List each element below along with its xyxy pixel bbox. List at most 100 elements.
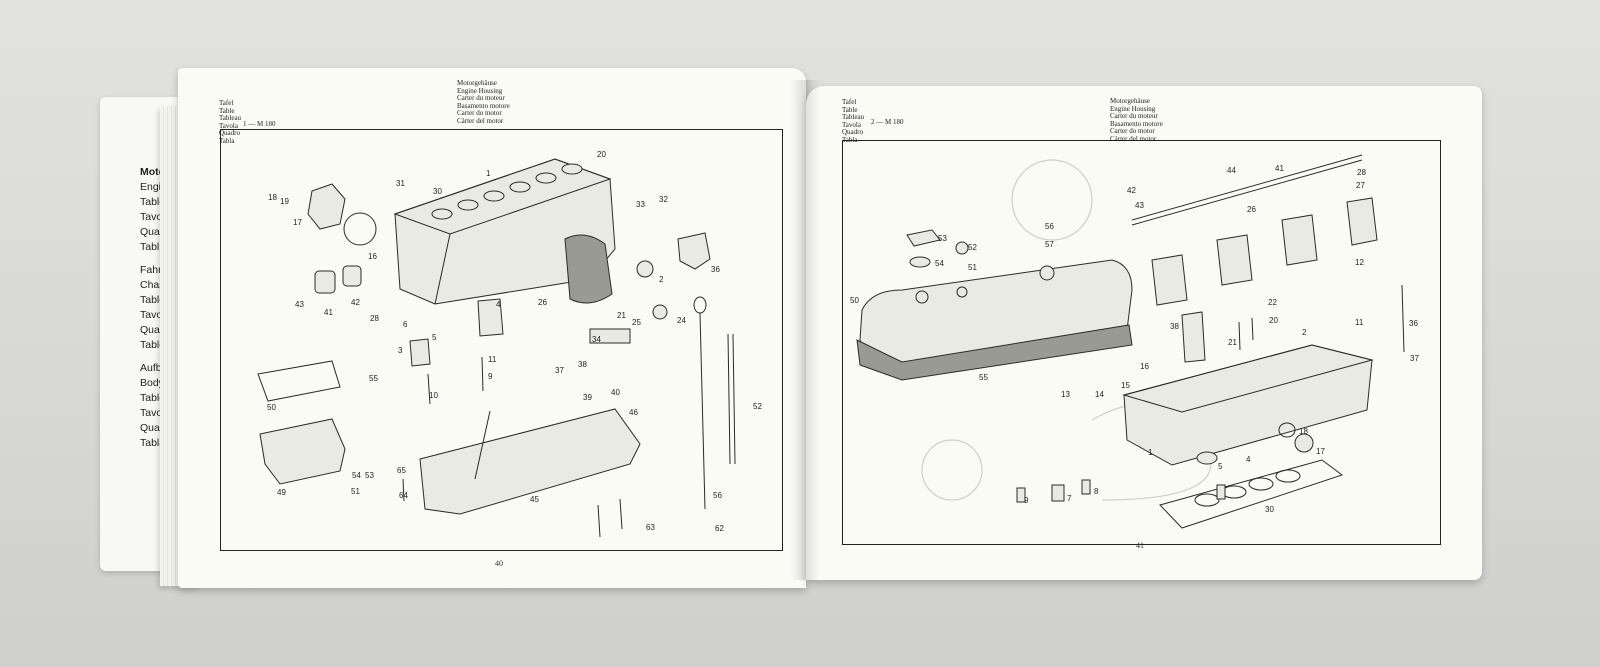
head-gasket-drawing xyxy=(1159,459,1344,529)
part-number-label: 14 xyxy=(1095,390,1104,399)
part-number-label: 39 xyxy=(583,393,592,402)
cover-gaskets-drawing xyxy=(307,183,377,294)
part-number-label: 56 xyxy=(1045,222,1054,231)
part-number-label: 34 xyxy=(592,335,601,344)
header-label: Tabla xyxy=(219,136,235,145)
valve-cover-drawing xyxy=(856,229,1133,381)
header-title-line: Basamento motore xyxy=(457,101,510,110)
part-number-label: 26 xyxy=(1247,205,1256,214)
part-number-label: 19 xyxy=(280,197,289,206)
part-number-label: 27 xyxy=(1356,181,1365,190)
part-number-label: 52 xyxy=(968,243,977,252)
part-number-label: 2 xyxy=(1302,328,1307,337)
part-number-label: 63 xyxy=(646,523,655,532)
header-label: Quadro xyxy=(219,129,240,138)
header-label: Tableau xyxy=(842,113,865,122)
part-number-label: 7 xyxy=(1067,494,1072,503)
part-number-label: 51 xyxy=(351,487,360,496)
header-label: Tableau xyxy=(219,114,242,123)
header-title-line: Engine Housing xyxy=(1110,104,1156,113)
header-label: Tabla xyxy=(842,135,858,144)
header-title-line: Basamento motore xyxy=(1110,119,1163,128)
back-index-entry: Tabla xyxy=(140,437,166,449)
header-title-line: Carter do motor xyxy=(1110,127,1155,136)
header-title-line: Engine Housing xyxy=(457,86,503,95)
part-number-label: 55 xyxy=(979,373,988,382)
part-number-label: 52 xyxy=(753,402,762,411)
part-number-label: 9 xyxy=(488,372,493,381)
part-number-label: 55 xyxy=(369,374,378,383)
part-number-label: 30 xyxy=(1265,505,1274,514)
part-number-label: 41 xyxy=(1275,164,1284,173)
back-index-entry: Body xyxy=(140,377,164,389)
part-number-label: 32 xyxy=(659,195,668,204)
oil-pan-drawing xyxy=(257,360,641,515)
right-page-number: 41 xyxy=(1136,541,1144,550)
part-number-label: 33 xyxy=(636,200,645,209)
part-number-label: 15 xyxy=(1121,381,1130,390)
back-index-entry: Engi xyxy=(140,181,162,193)
part-number-label: 43 xyxy=(295,300,304,309)
part-number-label: 21 xyxy=(617,311,626,320)
part-number-label: 50 xyxy=(267,403,276,412)
part-number-label: 5 xyxy=(432,333,437,342)
part-number-label: 25 xyxy=(632,318,641,327)
part-number-label: 64 xyxy=(399,491,408,500)
header-label: Tafel xyxy=(842,98,857,106)
part-number-label: 22 xyxy=(1268,298,1277,307)
back-index-entry: Chas xyxy=(140,279,165,291)
part-number-label: 11 xyxy=(488,355,497,364)
part-number-label: 11 xyxy=(1355,318,1364,327)
part-number-label: 18 xyxy=(1299,427,1308,436)
part-number-label: 38 xyxy=(1170,322,1179,331)
right-small-parts-drawing xyxy=(1016,284,1405,503)
header-label: Table xyxy=(842,105,858,114)
part-number-label: 17 xyxy=(293,218,302,227)
right-header-title: Motorgehäuse Engine Housing Carter du mo… xyxy=(1110,97,1163,144)
part-number-label: 28 xyxy=(370,314,379,323)
part-number-label: 4 xyxy=(1246,455,1251,464)
part-number-label: 57 xyxy=(1045,240,1054,249)
back-index-entry: Quad xyxy=(140,226,166,238)
header-title-line: Carter du moteur xyxy=(457,94,505,103)
part-number-label: 16 xyxy=(1140,362,1149,371)
part-number-label: 24 xyxy=(677,316,686,325)
header-label: Tavola xyxy=(219,121,238,130)
part-number-label: 1 xyxy=(1148,448,1153,457)
left-header-title: Motorgehäuse Engine Housing Carter du mo… xyxy=(457,79,510,126)
part-number-label: 56 xyxy=(713,491,722,500)
left-plate-number: 1 — M 180 xyxy=(243,120,276,128)
part-number-label: 42 xyxy=(1127,186,1136,195)
back-index-entry: Tabl xyxy=(140,241,160,253)
part-number-label: 12 xyxy=(1355,258,1364,267)
cylinder-head-drawing xyxy=(1122,344,1374,466)
part-number-label: 13 xyxy=(1061,390,1070,399)
right-diagram-frame xyxy=(842,140,1441,545)
left-diagram-frame xyxy=(220,129,783,551)
dipstick-drawing xyxy=(693,296,736,510)
part-number-label: 26 xyxy=(538,298,547,307)
back-index-entry: Tavol xyxy=(140,407,165,419)
part-number-label: 3 xyxy=(398,346,403,355)
part-number-label: 41 xyxy=(324,308,333,317)
part-number-label: 31 xyxy=(396,179,405,188)
part-number-label: 9 xyxy=(1024,496,1029,505)
part-number-label: 37 xyxy=(1410,354,1419,363)
part-number-label: 20 xyxy=(597,150,606,159)
header-label: Tavola xyxy=(842,120,861,129)
back-index-entry: Quad xyxy=(140,324,166,336)
engine-block-drawing xyxy=(393,158,616,305)
part-number-label: 40 xyxy=(611,388,620,397)
part-number-label: 54 xyxy=(352,471,361,480)
part-number-label: 49 xyxy=(277,488,286,497)
part-number-label: 36 xyxy=(1409,319,1418,328)
header-label: Quadro xyxy=(842,128,863,137)
back-page-index: Moto Engi Table Tavo Quad Tabl Fahr Chas… xyxy=(140,165,166,459)
part-number-label: 17 xyxy=(1316,447,1325,456)
part-number-label: 42 xyxy=(351,298,360,307)
back-index-entry: Tavo xyxy=(140,309,163,321)
rocker-shaft-drawing xyxy=(1131,154,1378,363)
part-number-label: 5 xyxy=(1218,462,1223,471)
back-index-entry: Tavo xyxy=(140,211,163,223)
part-number-label: 20 xyxy=(1269,316,1278,325)
